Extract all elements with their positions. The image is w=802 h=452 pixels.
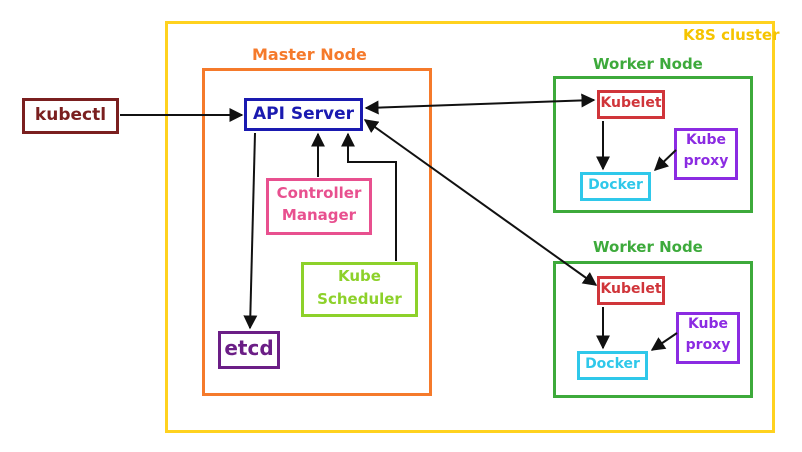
- kube-scheduler-line2: Scheduler: [317, 290, 402, 308]
- docker-1-label: Docker: [588, 177, 643, 193]
- kubelet-2-label: Kubelet: [600, 281, 662, 297]
- worker-node-2-box: [553, 261, 753, 398]
- kube-scheduler-line1: Kube: [338, 267, 381, 285]
- docker-1-box: Docker: [580, 172, 651, 201]
- etcd-box: etcd: [218, 331, 280, 369]
- k8s-cluster-box: [165, 21, 775, 433]
- docker-2-label: Docker: [585, 356, 640, 372]
- kubelet-1-label: Kubelet: [600, 95, 662, 111]
- kubelet-2-box: Kubelet: [597, 276, 665, 305]
- docker-2-box: Docker: [577, 351, 648, 380]
- kube-proxy-1-line1: Kube: [685, 132, 727, 148]
- kube-scheduler-box: Kube Scheduler: [301, 262, 418, 317]
- kubectl-box: kubectl: [22, 98, 119, 134]
- kubelet-1-box: Kubelet: [597, 90, 665, 119]
- worker-node-1-label: Worker Node: [593, 55, 703, 73]
- master-node-label: Master Node: [252, 45, 367, 64]
- kubectl-label: kubectl: [34, 105, 107, 125]
- kube-proxy-2-line2: proxy: [685, 337, 731, 353]
- controller-manager-box: Controller Manager: [266, 178, 372, 235]
- api-server-box: API Server: [244, 98, 363, 131]
- worker-node-2-label: Worker Node: [593, 238, 703, 256]
- controller-manager-line2: Manager: [281, 206, 357, 224]
- k8s-cluster-label: K8S cluster: [683, 26, 780, 44]
- etcd-label: etcd: [224, 336, 274, 360]
- kube-proxy-1-box: Kube proxy: [674, 128, 738, 180]
- kube-proxy-2-box: Kube proxy: [676, 312, 740, 364]
- api-server-label: API Server: [252, 104, 354, 124]
- kube-proxy-1-line2: proxy: [683, 153, 729, 169]
- controller-manager-line1: Controller: [276, 184, 362, 202]
- kube-proxy-2-line1: Kube: [687, 316, 729, 332]
